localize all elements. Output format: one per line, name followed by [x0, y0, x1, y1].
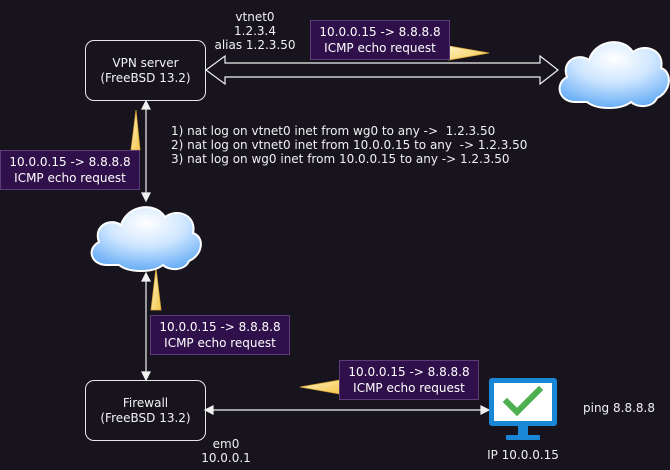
monitor-icon — [489, 378, 557, 440]
client-command-label: ping 8.8.8.8 — [583, 401, 655, 415]
lan-uplink-arrow — [141, 271, 151, 382]
packet-callout-bottom: 10.0.0.15 -> 8.8.8.8 ICMP echo request — [339, 360, 479, 400]
packet-callout-middle: 10.0.0.15 -> 8.8.8.8 ICMP echo request — [150, 315, 290, 355]
nat-rule: 1) nat log on vtnet0 inet from wg0 to an… — [171, 124, 496, 138]
packet-route: 10.0.0.15 -> 8.8.8.8 — [348, 365, 470, 379]
firewall-title: Firewall — [122, 395, 169, 410]
firewall-interface-name: em0 — [212, 437, 240, 451]
firewall-interface-ip: 10.0.0.1 — [201, 451, 251, 465]
packet-route: 10.0.0.15 -> 8.8.8.8 — [159, 320, 281, 334]
nat-rules: 1) nat log on vtnet0 inet from wg0 to an… — [171, 124, 527, 166]
vpn-interface-label: vtnet0 1.2.3.4 alias 1.2.3.50 — [205, 10, 305, 52]
cloud-icon — [90, 206, 202, 272]
callout-pointer-bottom — [299, 379, 341, 395]
packet-type: ICMP echo request — [353, 381, 465, 395]
vpn-server-subtitle: (FreeBSD 13.2) — [100, 70, 191, 85]
firewall-node[interactable]: Firewall (FreeBSD 13.2) — [85, 380, 206, 441]
checkmark-icon — [502, 385, 544, 417]
packet-type: ICMP echo request — [14, 171, 126, 185]
firewall-interface-label: em0 10.0.0.1 — [190, 437, 262, 465]
callout-pointer-left — [130, 109, 141, 151]
firewall-subtitle: (FreeBSD 13.2) — [100, 410, 191, 425]
vpn-server-node[interactable]: VPN server (FreeBSD 13.2) — [85, 40, 206, 101]
lan-link-arrow — [203, 405, 491, 415]
nat-rule: 2) nat log on vtnet0 inet from 10.0.0.15… — [171, 138, 528, 152]
vpn-interface-alias: alias 1.2.3.50 — [214, 38, 296, 52]
vpn-interface-name: vtnet0 — [235, 10, 275, 24]
wan-link-arrow — [204, 54, 559, 86]
tunnel-link-arrow — [141, 99, 151, 203]
packet-route: 10.0.0.15 -> 8.8.8.8 — [9, 155, 131, 169]
nat-rule: 3) nat log on wg0 inet from 10.0.0.15 to… — [171, 152, 510, 166]
client-ip-label: IP 10.0.0.15 — [487, 448, 559, 462]
vpn-server-title: VPN server — [112, 55, 179, 70]
callout-pointer-middle — [150, 267, 162, 311]
packet-type: ICMP echo request — [164, 336, 276, 350]
cloud-icon — [558, 41, 670, 109]
callout-pointer-top — [448, 45, 490, 61]
vpn-interface-ip: 1.2.3.4 — [234, 24, 276, 38]
packet-type: ICMP echo request — [324, 41, 436, 55]
packet-callout-left: 10.0.0.15 -> 8.8.8.8 ICMP echo request — [0, 150, 140, 190]
packet-callout-top: 10.0.0.15 -> 8.8.8.8 ICMP echo request — [310, 20, 450, 60]
packet-route: 10.0.0.15 -> 8.8.8.8 — [319, 25, 441, 39]
